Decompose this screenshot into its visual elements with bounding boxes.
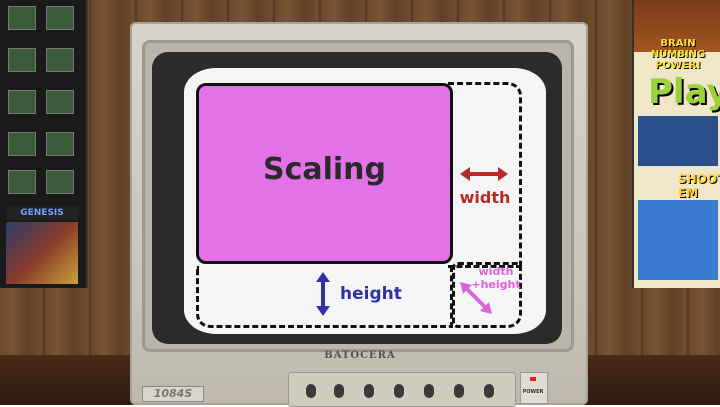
poster-tagline: BRAIN NUMBING POWER!	[650, 38, 706, 71]
poster-cover-art	[6, 222, 78, 284]
power-led-icon	[530, 377, 536, 381]
control-knob[interactable]	[364, 384, 374, 398]
width-height-label: width +height	[470, 265, 522, 291]
poster-screenshot	[638, 116, 718, 166]
control-knob[interactable]	[424, 384, 434, 398]
genesis-poster: GENESIS	[0, 0, 88, 288]
game-thumbnail	[46, 132, 74, 156]
dashed-width-extension	[448, 82, 522, 268]
width-label: width	[459, 188, 511, 207]
game-thumbnail	[46, 90, 74, 114]
game-thumbnail	[8, 90, 36, 114]
monitor-brand: BATOCERA	[324, 350, 396, 361]
game-thumbnail	[8, 48, 36, 72]
width-height-label-line2: +height	[471, 278, 521, 291]
control-knob[interactable]	[394, 384, 404, 398]
dashed-height-extension	[196, 266, 453, 328]
power-button[interactable]	[520, 372, 548, 404]
control-knob[interactable]	[454, 384, 464, 398]
poster-box-art	[638, 200, 718, 280]
genesis-logo: GENESIS	[6, 206, 78, 220]
poster-title: Play	[648, 72, 720, 112]
game-thumbnail	[8, 6, 36, 30]
game-thumbnail	[8, 170, 36, 194]
game-thumbnail	[46, 48, 74, 72]
dashed-corner-extension	[452, 262, 522, 328]
height-label: height	[340, 284, 402, 304]
game-thumbnail	[46, 170, 74, 194]
height-arrow-icon	[316, 272, 330, 316]
width-height-label-line1: width	[478, 265, 514, 278]
control-knob[interactable]	[334, 384, 344, 398]
scaling-title: Scaling	[262, 152, 387, 187]
width-height-arrow-icon	[460, 282, 492, 314]
power-label: POWER	[522, 389, 544, 395]
game-thumbnail	[46, 6, 74, 30]
monitor-model-badge: 1084S	[142, 386, 204, 402]
game-thumbnail	[8, 132, 36, 156]
scaling-area	[196, 83, 453, 264]
control-knob[interactable]	[306, 384, 316, 398]
control-knob[interactable]	[484, 384, 494, 398]
nintendo-poster: BRAIN NUMBING POWER! Play SHOOT EM UP!	[632, 0, 720, 288]
width-arrow-icon	[460, 167, 508, 181]
